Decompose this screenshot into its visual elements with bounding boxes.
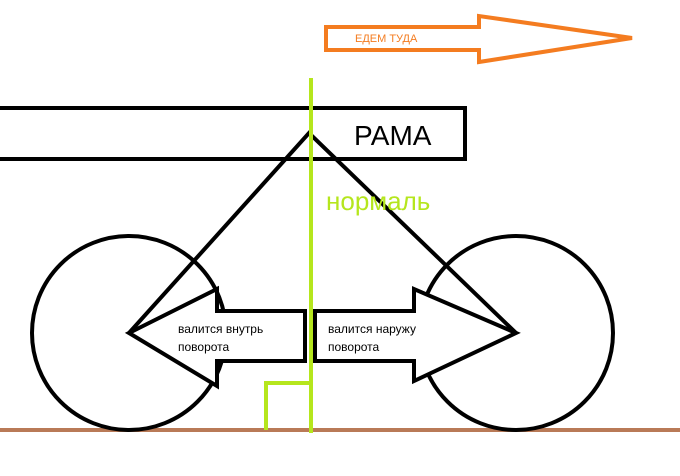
direction-arrow-shape	[324, 13, 633, 65]
inward-arrow-shape	[124, 285, 307, 390]
inward-arrow: валится внутрь поворота	[124, 285, 307, 390]
inward-arrow-line2: поворота	[178, 340, 230, 354]
inward-arrow-line1: валится внутрь	[178, 322, 263, 336]
right-angle-marker	[264, 381, 311, 430]
direction-label: ЕДЕМ ТУДА	[355, 33, 418, 45]
frame-bar	[0, 106, 467, 161]
direction-arrow: ЕДЕМ ТУДА	[324, 13, 633, 65]
outward-arrow-line1: валится наружу	[328, 322, 416, 336]
normal-label: нормаль	[326, 186, 430, 216]
outward-arrow-shape	[313, 285, 521, 385]
outward-arrow: валится наружу поворота	[313, 285, 521, 385]
outward-arrow-line2: поворота	[328, 340, 380, 354]
frame-label: РАМА	[354, 120, 432, 151]
